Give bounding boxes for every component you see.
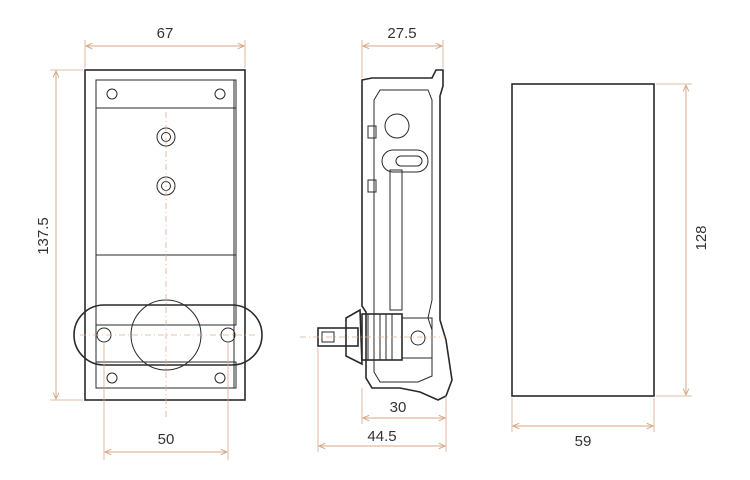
front-inner-panel: [95, 79, 235, 389]
handle-spacing-label: 50: [158, 431, 175, 448]
back-width-label: 59: [575, 433, 592, 450]
side-cam-slot: [381, 149, 429, 173]
front-height-label: 137.5: [35, 217, 52, 255]
front-top-strip: [95, 79, 237, 109]
side-view: 27.5 30 44.5: [300, 25, 453, 452]
screw-top-left: [106, 88, 118, 100]
screw-bottom-right: [214, 372, 226, 384]
side-top-label: 27.5: [387, 25, 416, 42]
side-tab-lower: [367, 179, 377, 193]
screw-top-right: [214, 88, 226, 100]
back-view: 128 59: [511, 83, 710, 450]
handle-bar: [73, 304, 263, 366]
side-boss: [384, 113, 410, 139]
side-tab-upper: [367, 125, 377, 139]
side-cam-slot-inner: [395, 155, 423, 167]
front-view: 67 137.5 50: [35, 25, 263, 460]
side-inner-cavity: [373, 89, 433, 383]
lock-cam-block: [401, 317, 433, 359]
side-rod: [389, 169, 403, 311]
front-width-label: 67: [157, 25, 174, 42]
side-30-label: 30: [390, 399, 407, 416]
front-frame: [84, 69, 246, 401]
screw-bottom-left: [106, 372, 118, 384]
lock-nut: [345, 308, 363, 366]
back-height-label: 128: [693, 225, 710, 250]
lock-cam-pin: [410, 330, 426, 346]
back-body: [511, 83, 655, 397]
handle-pin-right: [220, 327, 236, 343]
side-total-label: 44.5: [367, 428, 396, 445]
